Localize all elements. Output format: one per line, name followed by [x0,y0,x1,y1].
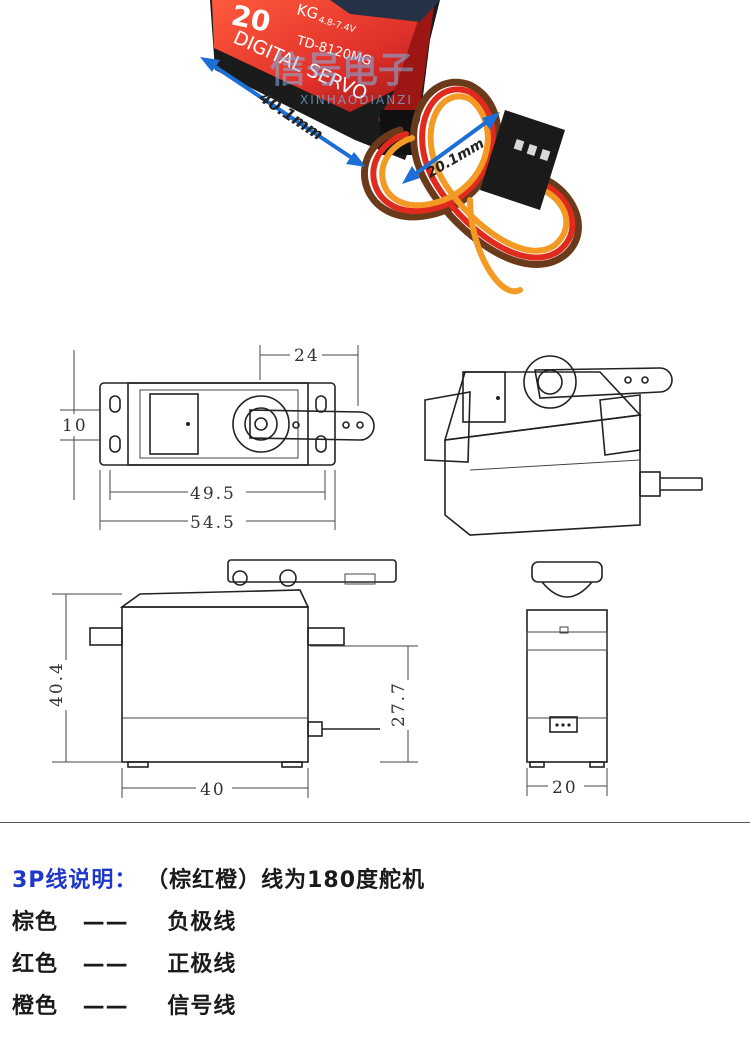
dim-side-width-label: 40 [200,780,226,800]
wire-meaning: 信号线 [167,994,237,1019]
isometric-view [424,355,703,536]
end-view [526,561,608,768]
legend-dash: —— [82,994,129,1019]
dimension-arrow-length [200,57,366,167]
dimension-drawing: 24 10 49.5 54.5 [47,344,703,800]
dim-top-inner-width [109,470,326,502]
legend-row-red: 红色 —— 正极线 [12,944,742,986]
servo-photo: 20 KG 4.8-7.4V TD-8120MG DIGITAL SERVO 信… [200,0,582,295]
dim-top-horn [259,344,359,406]
dim-top-horn-label: 24 [294,346,320,366]
dim-end-width-label: 20 [552,778,578,798]
wire-meaning: 正极线 [167,952,237,977]
section-divider [0,822,750,823]
legend-heading: 3P线说明： （棕红橙）线为180度舵机 [12,860,742,902]
servo-wires [360,78,582,295]
legend-dash: —— [82,952,129,977]
side-view [89,559,397,768]
dim-top-outer-width-label: 54.5 [190,513,236,533]
wire-meaning: 负极线 [167,910,237,935]
dim-top-inner-width-label: 49.5 [190,484,236,504]
wire-legend: 3P线说明： （棕红橙）线为180度舵机 棕色 —— 负极线 红色 —— 正极线… [12,860,742,1028]
legend-row-brown: 棕色 —— 负极线 [12,902,742,944]
kg-label: KG [295,0,320,23]
dim-side-width [121,768,309,798]
three-pin-connector [480,110,565,210]
dim-side-lower-height [310,645,422,763]
wire-color-name: 红色 [12,952,59,977]
wire-color-name: 橙色 [12,994,59,1019]
dim-top-height [60,350,100,500]
dim-end-width [526,768,608,796]
dim-side-height [48,593,122,763]
top-view [99,382,375,466]
servo-body [210,0,440,160]
watermark-cn: 信号电子 [270,50,414,91]
dim-top-height-label: 10 [62,416,88,436]
legend-row-orange: 橙色 —— 信号线 [12,986,742,1028]
watermark-en: XINHAODIANZI [300,93,413,107]
dim-side-lower-height-label: 27.7 [389,681,409,727]
wire-color-name: 棕色 [12,910,59,935]
legend-heading-text: （棕红橙）线为180度舵机 [146,868,426,893]
legend-dash: —— [82,910,129,935]
dimension-arrow-width [402,112,500,184]
dim-side-height-label: 40.4 [47,661,67,707]
dim-top-outer-width [99,470,336,531]
legend-heading-key: 3P线说明： [12,868,138,893]
